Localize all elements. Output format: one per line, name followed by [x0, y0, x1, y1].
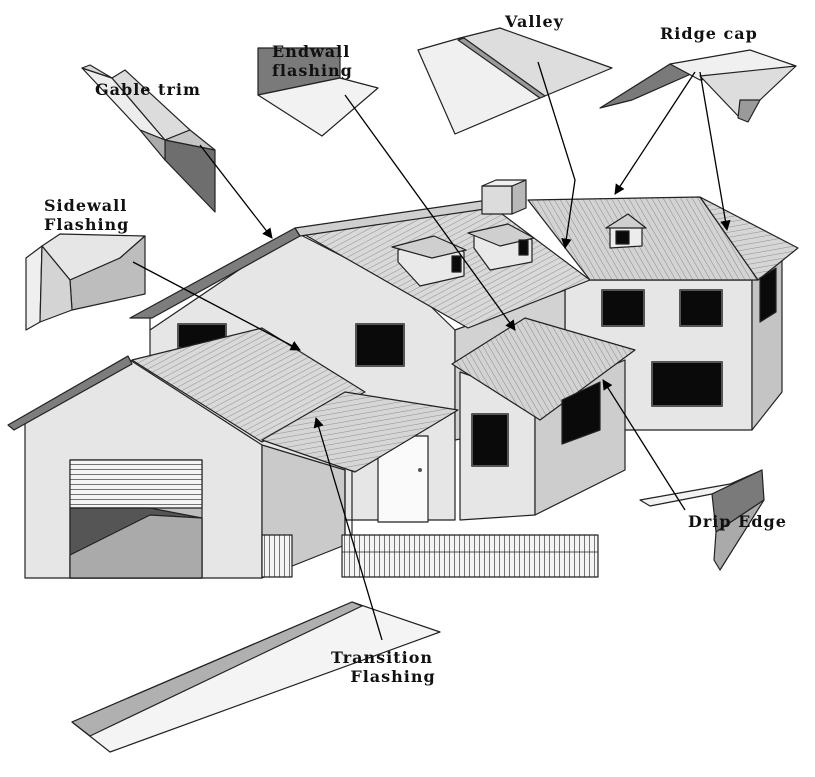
window-pw-1 [471, 413, 509, 467]
dormer-2-window [518, 239, 529, 256]
window-rw-3 [651, 361, 723, 407]
fence-right [341, 534, 599, 578]
garage-gable-trim [7, 355, 133, 431]
arrow-gable-trim [199, 144, 273, 239]
label-endwall-flashing-line2: flashing [272, 61, 353, 80]
dormer-1-window [451, 255, 462, 273]
label-ridge-cap-text: Ridge cap [660, 24, 758, 43]
label-valley-text: Valley [505, 12, 564, 31]
label-transition-flashing-line1: Transition [330, 648, 434, 667]
label-sidewall-flashing-line1: Sidewall [44, 196, 128, 215]
dormer-2-roof [467, 223, 535, 247]
label-transition-flashing: Transition Flashing [322, 648, 442, 686]
window-rw-side [759, 267, 777, 323]
window-rw-1 [601, 289, 645, 327]
porch-wing-roof [451, 317, 636, 421]
flashing-pieces [25, 27, 797, 753]
arrow-valley [537, 61, 576, 250]
label-drip-edge-text: Drip Edge [688, 512, 787, 531]
arrow-drip-edge [602, 379, 686, 511]
chimney-top [481, 179, 527, 187]
endwall-flashing-piece [257, 47, 379, 137]
leader-arrows [132, 61, 731, 641]
porch-roof [261, 391, 459, 473]
window-pw-2 [561, 381, 601, 445]
valley-piece [417, 27, 613, 135]
window-rw-2 [679, 289, 723, 327]
dormer-3-window [615, 230, 630, 245]
label-gable-trim: Gable trim [95, 80, 201, 99]
label-sidewall-flashing-line2: Flashing [44, 215, 130, 234]
label-gable-trim-text: Gable trim [95, 80, 201, 99]
garage-door-slats [69, 459, 203, 509]
transition-flashing-piece [71, 601, 441, 753]
label-drip-edge: Drip Edge [688, 512, 787, 531]
window-main-2 [355, 323, 405, 367]
ridge-cap-piece [599, 49, 797, 123]
gable-trim-piece [81, 64, 216, 213]
dormer-3-roof [605, 213, 647, 229]
arrow-sidewall [132, 261, 301, 351]
arrow-transition [313, 417, 383, 641]
chimney-front [481, 185, 513, 215]
label-endwall-flashing: Endwall flashing [272, 42, 353, 80]
house [7, 179, 799, 579]
label-valley: Valley [505, 12, 564, 31]
fence-left [261, 534, 293, 578]
label-transition-flashing-line2: Flashing [350, 667, 436, 686]
arrow-endwall [344, 94, 516, 331]
dormer-1-roof [391, 235, 467, 259]
label-endwall-flashing-line1: Endwall [272, 42, 351, 61]
label-ridge-cap: Ridge cap [660, 24, 758, 43]
door-knob [418, 468, 422, 472]
sidewall-flashing-piece [25, 233, 146, 331]
garage-floor [69, 514, 203, 579]
arrow-ridge-cap-1 [614, 71, 696, 195]
drip-edge-piece [639, 469, 765, 571]
arrow-ridge-cap-2 [699, 71, 731, 232]
label-sidewall-flashing: Sidewall Flashing [44, 196, 129, 234]
